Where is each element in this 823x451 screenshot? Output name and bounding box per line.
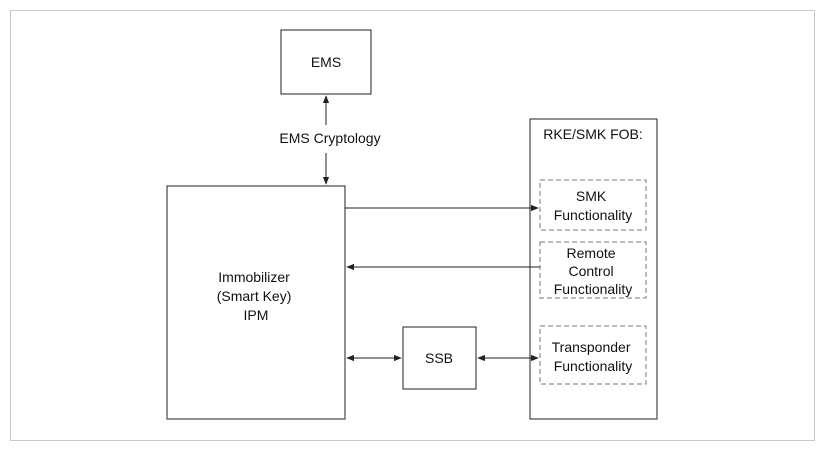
smk-label: SMK Functionality xyxy=(554,188,633,223)
transponder-block: Transponder Functionality xyxy=(539,325,647,385)
smk-line-2: Functionality xyxy=(554,207,633,223)
smk-functionality-block: SMK Functionality xyxy=(539,179,647,231)
remote-line-2: Control xyxy=(568,263,613,279)
ems-cryptology-label: EMS Cryptology xyxy=(279,130,380,146)
transponder-line-1: Transponder xyxy=(552,339,631,355)
smk-line-1: SMK xyxy=(576,188,607,204)
ems-label: EMS xyxy=(311,54,341,70)
remote-line-1: Remote xyxy=(567,245,616,261)
immobilizer-label: Immobilizer (Smart Key) IPM xyxy=(217,269,296,323)
ssb-block: SSB xyxy=(402,326,477,390)
ems-block: EMS xyxy=(280,29,372,95)
fob-title: RKE/SMK FOB: xyxy=(543,126,643,142)
immobilizer-line-1: Immobilizer xyxy=(218,269,290,285)
transponder-line-2: Functionality xyxy=(554,358,633,374)
immobilizer-block: Immobilizer (Smart Key) IPM xyxy=(166,185,346,420)
transponder-label: Transponder Functionality xyxy=(552,339,635,374)
remote-line-3: Functionality xyxy=(554,281,633,297)
remote-label: Remote Control Functionality xyxy=(554,245,633,297)
ssb-label: SSB xyxy=(425,350,453,366)
immobilizer-line-2: (Smart Key) xyxy=(217,288,292,304)
remote-control-block: Remote Control Functionality xyxy=(539,241,647,299)
immobilizer-line-3: IPM xyxy=(244,307,269,323)
